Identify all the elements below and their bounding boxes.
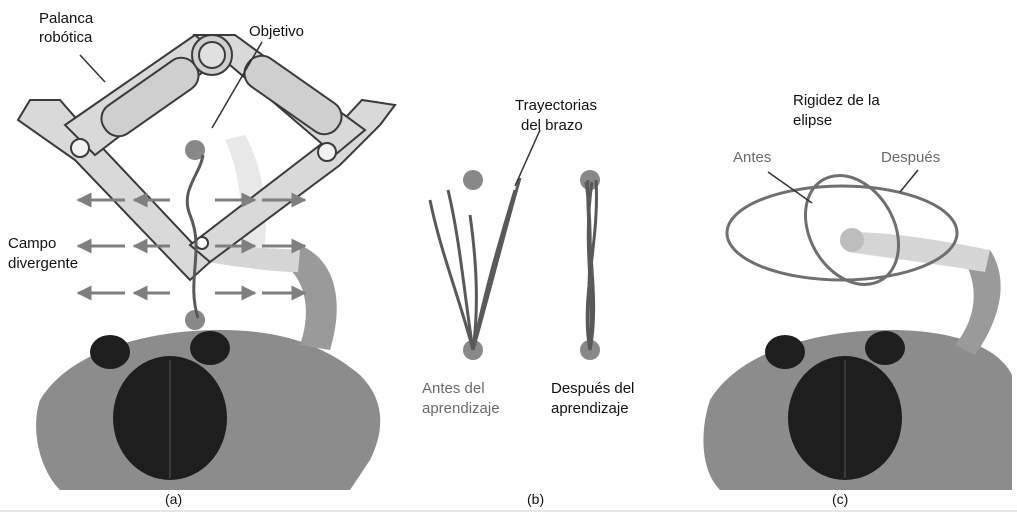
subject-body-a [36, 245, 380, 490]
after-learning-line2: aprendizaje [551, 400, 629, 417]
robot-label-line2: robótica [39, 29, 93, 46]
panel-label-b: (b) [527, 491, 544, 507]
target-bottom-a [185, 310, 205, 330]
ellipse-after-label: Después [881, 149, 940, 166]
panel-b: Trayectorias del brazo Antes del aprendi… [422, 97, 634, 507]
field-label-line2: divergente [8, 255, 78, 272]
robot-label-line1: Palanca [39, 10, 94, 27]
stiffness-label-line2: elipse [793, 112, 832, 129]
leader-robot [80, 55, 105, 82]
stiffness-label-line1: Rigidez de la [793, 92, 880, 109]
hand-c [840, 228, 864, 252]
trajectories-before [430, 178, 520, 350]
panel-label-a: (a) [165, 491, 182, 507]
before-learning-line2: aprendizaje [422, 400, 500, 417]
field-label-line1: Campo [8, 235, 56, 252]
trajectories-after [586, 180, 597, 350]
before-learning-line1: Antes del [422, 380, 485, 397]
target-label: Objetivo [249, 23, 304, 40]
target-top-b-before [463, 170, 483, 190]
trajectories-label-line1: Trayectorias [515, 97, 597, 114]
leader-after [900, 170, 918, 192]
ellipse-after [727, 186, 957, 280]
panel-label-c: (c) [832, 491, 848, 507]
trajectories-label-line2: del brazo [521, 117, 583, 134]
panel-a: Palanca robótica Objetivo Campo divergen… [8, 10, 395, 507]
after-learning-line1: Después del [551, 380, 634, 397]
subject-body-c [703, 250, 1012, 490]
arm-c [848, 232, 990, 272]
panel-c: Rigidez de la elipse Antes Después (c) [703, 92, 1012, 507]
ellipse-before-label: Antes [733, 149, 771, 166]
robotic-handle [18, 35, 395, 280]
leader-trajectories [515, 130, 540, 186]
